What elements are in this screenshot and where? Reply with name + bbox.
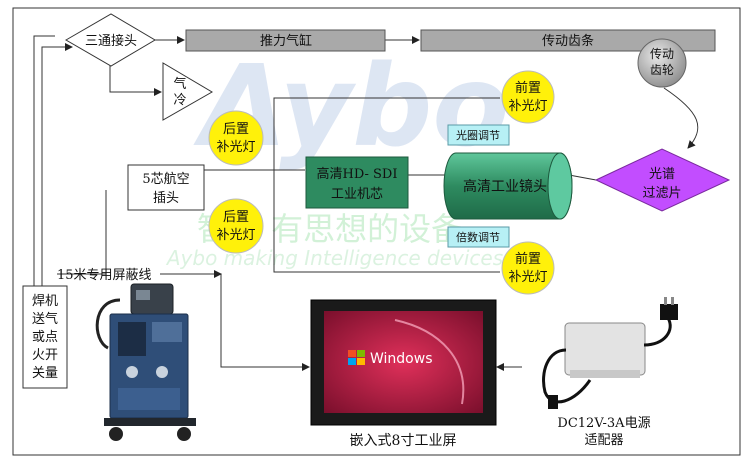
windows-logo-icon xyxy=(348,350,365,365)
thrust-cylinder-label: 推力气缸 xyxy=(260,33,312,49)
front-light-top-label-2: 补光灯 xyxy=(508,99,547,114)
camera-core-label-1: 高清HD- SDI xyxy=(317,166,398,182)
welder-switch-line-4: 火开 xyxy=(32,348,58,363)
screen-caption: 嵌入式8寸工业屏 xyxy=(350,433,457,449)
front-light-top-node: 前置 补光灯 xyxy=(501,70,555,124)
shielded-cable-label: 15米专用屏蔽线 xyxy=(57,268,152,283)
spectral-filter-label-2: 过滤片 xyxy=(642,186,681,201)
aviation-plug-label-1: 5芯航空 xyxy=(142,171,189,187)
welder-switch-line-5: 关量 xyxy=(32,366,58,381)
front-light-bottom-node: 前置 补光灯 xyxy=(501,241,555,295)
welder-switch-line-1: 焊机 xyxy=(32,293,58,309)
thrust-cylinder-node: 推力气缸 xyxy=(185,29,386,52)
aviation-plug-node: 5芯航空 插头 xyxy=(127,164,205,211)
spectral-filter-node: 光谱 过滤片 xyxy=(594,148,731,212)
welding-machine-image xyxy=(95,283,196,441)
spectral-filter-label-1: 光谱 xyxy=(649,167,675,182)
drive-rack-label: 传动齿条 xyxy=(542,33,594,49)
air-cool-label-1: 气 xyxy=(173,76,186,92)
rear-light-bottom-label-1: 后置 xyxy=(223,210,249,225)
rear-light-bottom-node: 后置 补光灯 xyxy=(208,198,264,254)
rear-light-top-label-2: 补光灯 xyxy=(216,140,255,155)
zoom-adjust-label: 倍数调节 xyxy=(456,230,500,244)
welder-switch-line-3: 或点 xyxy=(32,330,58,345)
aviation-plug-label-2: 插头 xyxy=(153,191,179,206)
aperture-adjust-node: 光圈调节 xyxy=(447,124,510,146)
adapter-caption-2: 适配器 xyxy=(584,433,623,448)
drive-gear-node: 传动 齿轮 xyxy=(637,38,687,88)
industrial-screen-image: Windows 嵌入式8寸工业屏 xyxy=(310,299,497,449)
drive-gear-label-2: 齿轮 xyxy=(650,63,674,77)
adapter-caption-1: DC12V-3A电源 xyxy=(557,416,650,431)
industrial-lens-node: 高清工业镜头 xyxy=(443,152,573,220)
connectors xyxy=(33,35,699,371)
zoom-adjust-node: 倍数调节 xyxy=(447,226,510,248)
tee-joint-node: 三通接头 xyxy=(65,13,156,67)
screen-os-label: Windows xyxy=(370,351,433,367)
drive-rack-node: 传动齿条 xyxy=(420,29,716,52)
power-adapter-image: DC12V-3A电源 适配器 xyxy=(542,297,678,448)
industrial-lens-label: 高清工业镜头 xyxy=(463,178,547,195)
welder-switch-node: 焊机 送气 或点 火开 关量 xyxy=(22,285,68,389)
rear-light-top-node: 后置 补光灯 xyxy=(208,110,264,166)
welder-switch-line-2: 送气 xyxy=(32,311,58,327)
air-cool-node: 气 冷 xyxy=(162,62,213,121)
aperture-adjust-label: 光圈调节 xyxy=(456,128,500,142)
watermark-tagline: Aybo making Intelligence devices xyxy=(165,246,503,270)
front-light-bottom-label-2: 补光灯 xyxy=(508,270,547,285)
drive-gear-label-1: 传动 xyxy=(650,46,674,61)
tee-joint-label: 三通接头 xyxy=(85,33,137,49)
rear-light-top-label-1: 后置 xyxy=(223,122,249,137)
rear-light-bottom-label-2: 补光灯 xyxy=(216,228,255,243)
air-cool-label-2: 冷 xyxy=(173,93,186,108)
camera-core-label-2: 工业机芯 xyxy=(331,187,383,202)
camera-core-node: 高清HD- SDI 工业机芯 xyxy=(305,156,409,209)
outer-frame xyxy=(12,7,741,456)
front-light-bottom-label-1: 前置 xyxy=(515,251,541,267)
front-light-top-label-1: 前置 xyxy=(515,80,541,96)
